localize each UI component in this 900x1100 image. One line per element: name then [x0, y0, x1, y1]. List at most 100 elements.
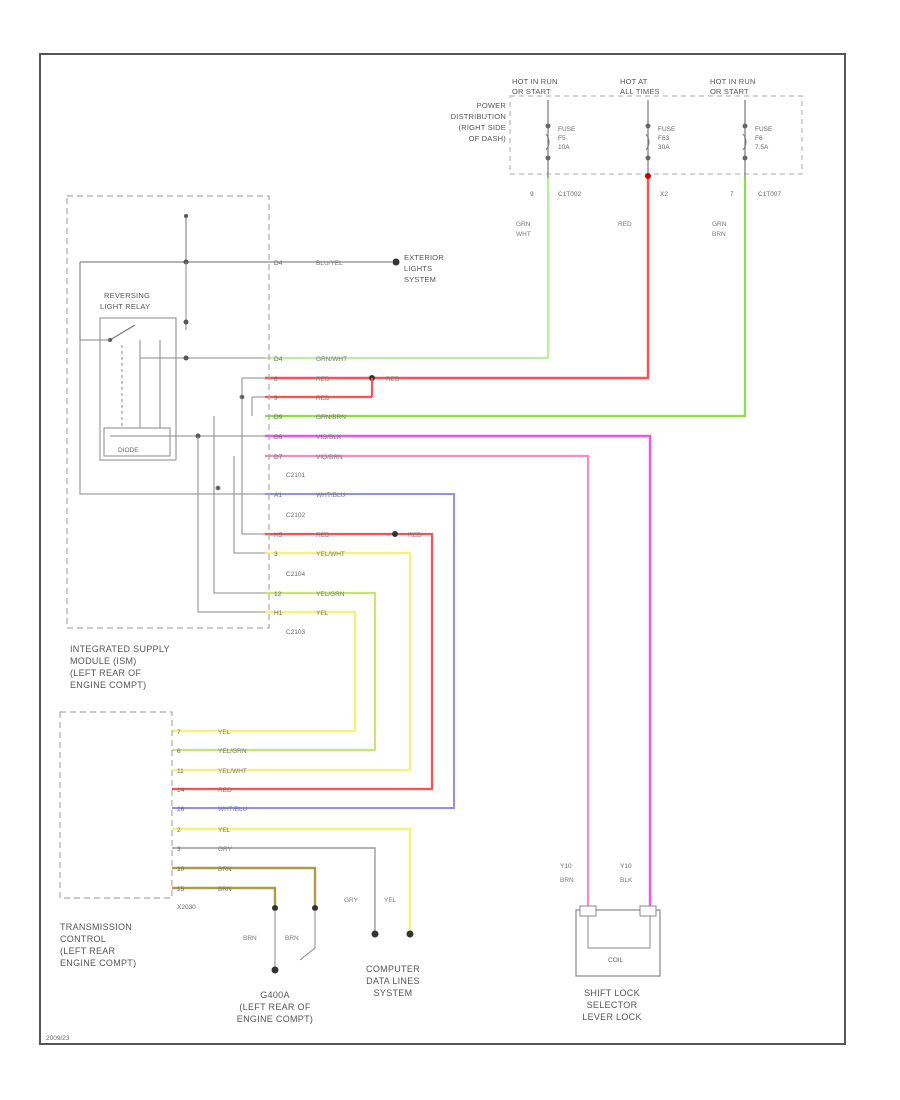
tcm-wire-3: YEL/WHT — [218, 768, 247, 775]
isu-pin-3: 8 — [274, 376, 278, 383]
isu-conn-c2104: C2104 — [286, 571, 306, 578]
fuse3-label-2: F6 — [755, 135, 763, 142]
ground-label-1: G400A — [260, 990, 290, 1000]
fuse3-conn: C1T007 — [758, 191, 782, 198]
tcm-pins: 7 YEL 6 YEL/GRN 11 YEL/WHT 14 RED 16 WHT… — [177, 729, 248, 911]
isu-wire-1: BLU/YEL — [316, 260, 343, 267]
shift-pin-1: Y10 — [560, 863, 572, 870]
fuse3-hot-2: OR START — [710, 87, 749, 96]
isu-red-splice2-label: RED — [408, 532, 422, 539]
shift-pin-2: Y10 — [620, 863, 632, 870]
wire-yel-data — [172, 827, 412, 932]
shift-lock: COIL Y10 BRN Y10 BLK SHIFT LOCK SELECTOR… — [560, 863, 661, 1022]
fuse2-label-3: 30A — [658, 144, 670, 151]
fuse3-label-1: FUSE — [755, 126, 773, 133]
data-wire-yel: YEL — [384, 897, 397, 904]
wire-gry-data — [172, 847, 376, 932]
isu-pin-10: 3 — [274, 551, 278, 558]
wire-vio-blk — [265, 434, 652, 910]
fuse1-wire-1: GRN — [516, 221, 531, 228]
svg-text:OF DASH): OF DASH) — [469, 134, 507, 143]
shift-label-1: SHIFT LOCK — [584, 988, 640, 998]
isu-conn-c2102: C2102 — [286, 512, 306, 519]
wire-red-f63 — [265, 178, 650, 380]
fuse3-pin: 7 — [730, 191, 734, 198]
relay-label-2: LIGHT RELAY — [100, 302, 150, 311]
tcm-pin-4: 14 — [177, 787, 185, 794]
fuse2-pin: X2 — [660, 191, 668, 198]
ext-lights-2: LIGHTS — [404, 264, 432, 273]
isu-label-1: INTEGRATED SUPPLY — [70, 644, 170, 654]
tcm-pin-8: 10 — [177, 866, 185, 873]
wire-yel-wht — [172, 551, 412, 772]
tcm-wire-7: GRY — [218, 846, 233, 853]
fuse3-wire-1: GRN — [712, 221, 727, 228]
isu-wire-9: RED — [316, 532, 330, 539]
isu-pin-12: H1 — [274, 610, 283, 617]
ground-wire-1: BRN — [243, 935, 257, 942]
fuse1-pin: 9 — [530, 191, 534, 198]
fuse3-wire-2: BRN — [712, 231, 726, 238]
isu-label-4: ENGINE COMPT) — [70, 680, 146, 690]
tcm-label-4: ENGINE COMPT) — [60, 958, 136, 968]
diagram-frame — [39, 53, 846, 1045]
tcm-pin-3: 11 — [177, 768, 184, 775]
tcm-wire-1: YEL — [218, 729, 231, 736]
data-wire-gry: GRY — [344, 897, 359, 904]
shift-label-2: SELECTOR — [587, 1000, 638, 1010]
tcm-pin-9: 15 — [177, 886, 185, 893]
isu-box — [66, 195, 270, 629]
data-label-1: COMPUTER — [366, 964, 420, 974]
ext-lights-1: EXTERIOR — [404, 253, 444, 262]
shift-wire-2: BLK — [620, 877, 633, 884]
wire-wht-blu — [172, 493, 455, 809]
wire-brn-ground-2 — [172, 886, 277, 906]
fuse-f63: HOT AT ALL TIMES FUSE F63 30A X2 RED — [618, 77, 676, 228]
isu-pin-5: D9 — [274, 414, 283, 421]
isu-wire-12: YEL — [316, 610, 329, 617]
fuse2-hot-2: ALL TIMES — [620, 87, 660, 96]
fuse-f5: HOT IN RUN OR START FUSE F5 10A 9 C1T002… — [512, 77, 582, 238]
isu-pin-4: 9 — [274, 395, 278, 402]
isu-wire-11: YEL/GRN — [316, 591, 345, 598]
power-title-4: OF DASH) — [469, 134, 507, 143]
isu-wire-4: RED — [316, 395, 330, 402]
tcm-wire-8: BRN — [218, 866, 232, 873]
tcm-wire-6: YEL — [218, 827, 231, 834]
svg-text:(RIGHT SIDE: (RIGHT SIDE — [459, 123, 506, 132]
tcm-pin-2: 6 — [177, 748, 181, 755]
shift-wire-1: BRN — [560, 877, 574, 884]
power-title-3: (RIGHT SIDE — [459, 123, 506, 132]
tcm-label-2: CONTROL — [60, 934, 106, 944]
wire-yel-h1 — [172, 610, 357, 733]
fuse1-label-3: 10A — [558, 144, 570, 151]
fuse3-label-3: 7.5A — [755, 144, 769, 151]
isu-wire-2: GRN/WHT — [316, 356, 347, 363]
isu-pin-7: D7 — [274, 454, 283, 461]
tcm-pin-1: 7 — [177, 729, 181, 736]
wire-brn-ground-1 — [172, 866, 317, 906]
isu-wire-3: RED — [316, 376, 330, 383]
isu-pin-9: H5 — [274, 532, 283, 539]
isu-pin-8: A1 — [274, 492, 282, 499]
wire-blu-yel — [79, 261, 392, 340]
svg-text:POWER: POWER — [477, 101, 507, 110]
power-distribution: POWER DISTRIBUTION (RIGHT SIDE OF DASH) … — [451, 77, 803, 238]
isu-label-3: (LEFT REAR OF — [70, 668, 141, 678]
isu-wire-5: GRN/BRN — [316, 414, 346, 421]
isu-wire-8: WHT/BLU — [316, 492, 346, 499]
fuse1-conn: C1T002 — [558, 191, 582, 198]
ground-wire-2: BRN — [285, 935, 299, 942]
isu-wire-7: VIO/BRN — [316, 454, 343, 461]
tcm-conn: X2030 — [177, 904, 196, 911]
isu-conn-c2103: C2103 — [286, 629, 306, 636]
isu-pins: D4 BLU/YEL D4 GRN/WHT 8 RED 9 RED D9 GRN… — [274, 260, 347, 636]
isu-wire-6: VIO/BLK — [316, 434, 342, 441]
isu-wire-10: YEL/WHT — [316, 551, 345, 558]
fuse1-label-1: FUSE — [558, 126, 576, 133]
fuse1-hot-2: OR START — [512, 87, 551, 96]
power-title-1: POWER — [477, 101, 507, 110]
wire-red-h5 — [172, 532, 434, 791]
fuse2-hot-1: HOT AT — [620, 77, 648, 86]
